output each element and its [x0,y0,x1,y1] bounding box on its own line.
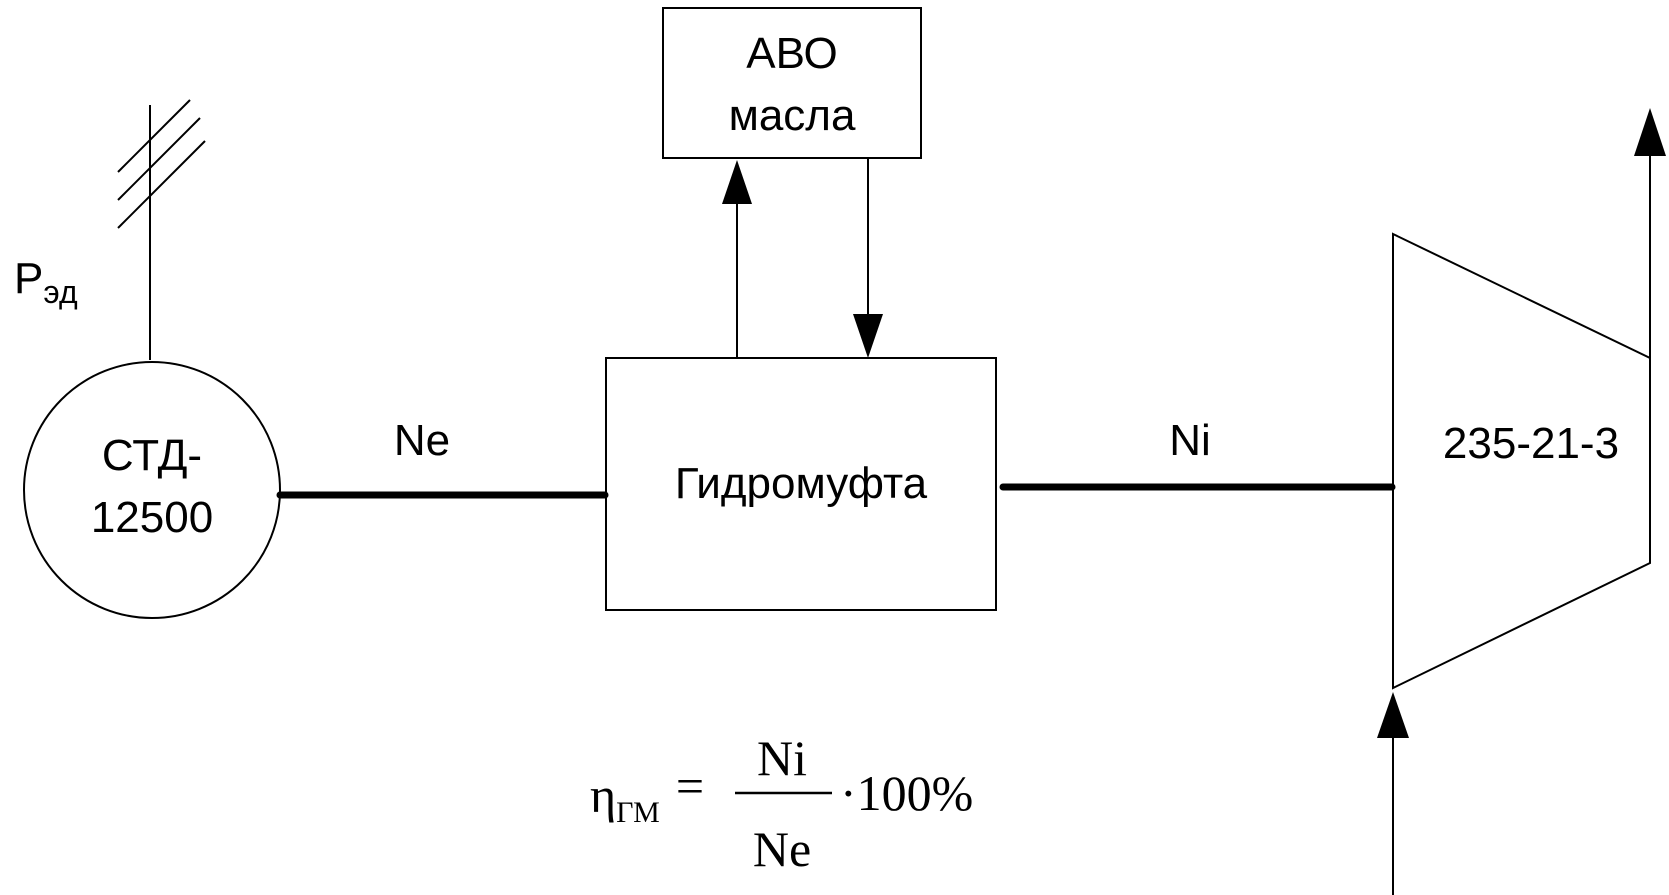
gas-outlet-arrowhead [1634,108,1666,156]
formula-eta: ηГМ [590,767,660,829]
coupling-label: Гидромуфта [675,459,928,508]
shaft-ne-label: Ne [394,416,450,465]
motor-label-line2: 12500 [91,493,213,542]
power-label: Pэд [14,254,78,310]
formula-denominator: Ne [753,821,811,877]
oil-cooler-label-line2: масла [729,91,856,140]
formula-equals: = [676,758,704,814]
oil-cooler-box [662,7,922,159]
oil-out-arrowhead [722,160,752,204]
motor-label-line1: СТД- [102,431,202,480]
compressor-shape [1392,232,1651,690]
power-supply [117,99,206,360]
gas-inlet-arrowhead [1377,692,1409,738]
compressor-label: 235-21-3 [1443,419,1619,468]
phase-hatch-3 [117,140,206,229]
oil-cooler-label-line1: АВО [746,29,837,78]
oil-return-arrowhead [853,314,883,358]
phase-hatch-2 [117,117,201,201]
motor-circle [23,361,281,619]
phase-hatch-1 [117,99,191,173]
coupling-box [605,357,997,611]
shaft-ni-label: Ni [1169,416,1211,465]
formula-numerator: Ni [757,730,807,786]
efficiency-formula: ηГМ = Ni Ne ·100% [590,730,973,877]
formula-multiplier: ·100% [840,765,973,821]
